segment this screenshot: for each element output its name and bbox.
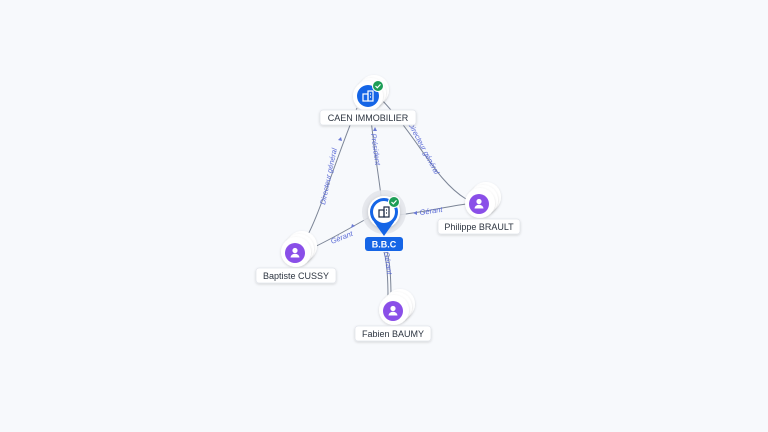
node-label: CAEN IMMOBILIER — [328, 113, 409, 123]
edge-label-baptiste-bbc: Gérant — [329, 229, 354, 246]
edge-label-philippe-caen: Directeur général — [406, 121, 441, 176]
node-bbc[interactable]: B.B.C — [362, 190, 406, 251]
edge-baptiste-caen[interactable] — [303, 107, 358, 243]
building-icon — [378, 206, 390, 218]
edge-arrow — [413, 211, 417, 215]
node-label: B.B.C — [372, 240, 397, 250]
node-label: Fabien BAUMY — [362, 329, 424, 339]
person-icon — [290, 247, 300, 258]
node-philippe-brault[interactable]: Philippe BRAULT — [437, 182, 521, 235]
edge-arrow — [373, 127, 377, 131]
verified-badge-icon — [388, 196, 400, 208]
edge-label-baptiste-caen: Directeur général — [318, 147, 339, 205]
edge-label-philippe-bbc: Gérant — [419, 205, 444, 217]
node-baptiste-cussy[interactable]: Baptiste CUSSY — [255, 231, 337, 284]
edge-arrow — [338, 137, 342, 141]
node-label: Philippe BRAULT — [444, 222, 514, 232]
edge-label-bbc-caen: Président — [369, 133, 382, 167]
node-label: Baptiste CUSSY — [263, 271, 329, 281]
edge-label-fabien-bbc: Gérant — [382, 251, 394, 276]
edge-arrow — [351, 224, 355, 228]
building-icon — [362, 90, 374, 102]
node-caen-immobilier[interactable]: CAEN IMMOBILIER — [319, 75, 417, 126]
person-icon — [474, 198, 484, 209]
verified-badge-icon — [372, 80, 384, 92]
edge-fabien-bbc[interactable] — [383, 251, 389, 299]
person-icon — [388, 305, 398, 316]
node-fabien-baumy[interactable]: Fabien BAUMY — [354, 289, 432, 342]
